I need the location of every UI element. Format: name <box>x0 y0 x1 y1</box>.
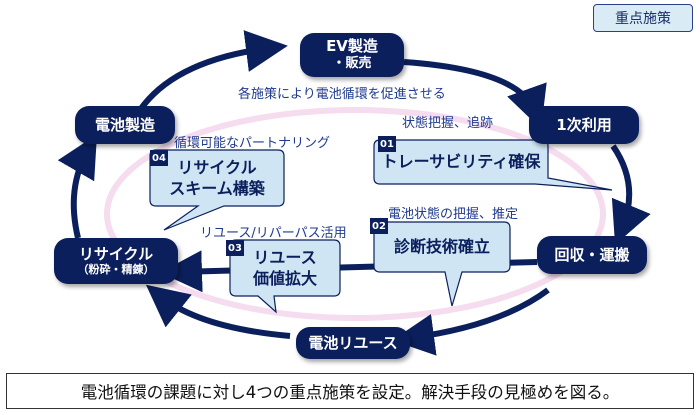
label-reuse-repurpose: リユース/リパーパス活用 <box>200 226 347 241</box>
arrow-battery-to-ev <box>137 30 288 112</box>
node-battery-reuse: 電池リユース <box>296 327 410 359</box>
node-first-use-label: 1次利用 <box>556 116 612 134</box>
arrow-collect-to-reuse <box>392 287 550 356</box>
arrow-firstuse-to-collect <box>610 144 651 245</box>
callout-04-line2: スキーム構築 <box>169 179 265 198</box>
callout-03-number: 03 <box>226 240 244 256</box>
callout-02-number: 02 <box>370 218 388 234</box>
node-ev-line1: EV製造 <box>326 37 378 55</box>
arrow-reuse-to-recycle <box>145 284 291 339</box>
label-cycle-note: 各施策により電池循環を促進させる <box>238 87 446 102</box>
node-battery-mfg-label: 電池製造 <box>94 116 155 134</box>
callout-04-text: リサイクル スキーム構築 <box>150 157 284 199</box>
summary-footer: 電池循環の課題に対し4つの重点施策を設定。解決手段の見極めを図る。 <box>6 373 694 409</box>
label-status-estimate: 電池状態の把握、推定 <box>388 207 519 222</box>
arrow-recycle-to-battery <box>57 134 98 239</box>
node-collection-transport: 回収・運搬 <box>537 236 647 274</box>
node-first-use: 1次利用 <box>529 106 639 144</box>
callout-04-line1: リサイクル <box>177 158 257 177</box>
callout-01-text: トレーサビリティ確保 <box>381 152 541 171</box>
node-recycle-sub: （粉砕・精錬） <box>77 263 155 276</box>
priority-measures-badge: 重点施策 <box>593 4 693 32</box>
node-recycle: リサイクル （粉砕・精錬） <box>54 238 178 284</box>
node-ev-manufacturing-sales: EV製造 ・販売 <box>300 33 404 77</box>
node-battery-manufacturing: 電池製造 <box>75 106 175 144</box>
node-collection-label: 回収・運搬 <box>554 246 630 264</box>
label-partnering: 循環可能なパートナリング <box>174 136 331 151</box>
node-recycle-main: リサイクル <box>78 245 154 263</box>
callout-03-line1: リユース <box>253 248 317 267</box>
callout-04-number: 04 <box>150 150 168 166</box>
background-ring <box>104 107 606 321</box>
label-status-track: 状態把握、追跡 <box>402 116 494 131</box>
callout-03-text: リユース 価値拡大 <box>230 247 340 289</box>
callout-02-text: 診断技術確立 <box>393 237 490 256</box>
arrow-ev-to-firstuse <box>403 59 547 129</box>
node-ev-line2: ・販売 <box>332 56 372 71</box>
callout-02-shape <box>373 221 511 307</box>
node-battery-reuse-label: 電池リユース <box>308 334 398 352</box>
callout-03-line2: 価値拡大 <box>252 269 317 288</box>
callout-01-number: 01 <box>378 136 396 152</box>
